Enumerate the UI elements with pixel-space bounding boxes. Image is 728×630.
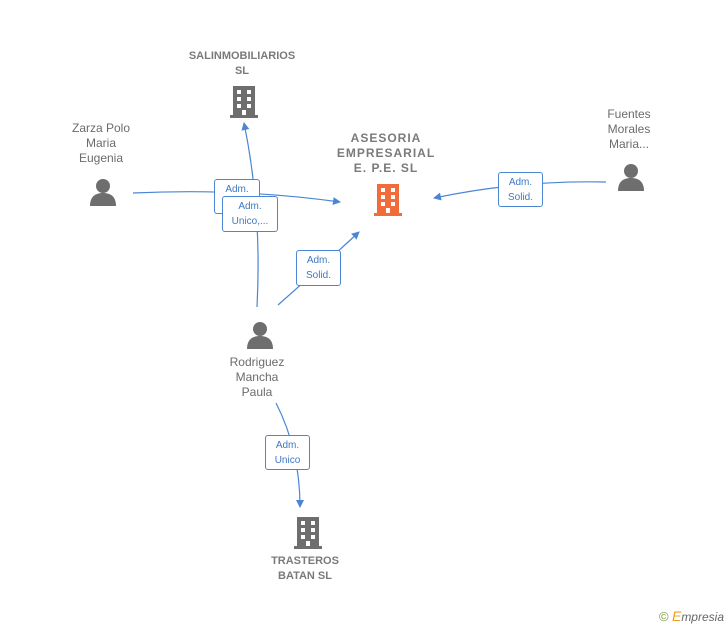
- zarza-label[interactable]: Zarza Polo Maria Eugenia: [71, 121, 131, 165]
- asesoria-label[interactable]: ASESORIA EMPRESARIAL E. P.E. SL: [336, 131, 436, 175]
- copyright-icon: ©: [659, 609, 669, 624]
- salinmobiliarios-building-icon[interactable]: [230, 86, 258, 118]
- zarza-person-icon[interactable]: [90, 179, 116, 206]
- fuentes-person-icon[interactable]: [618, 164, 644, 191]
- trasteros-label[interactable]: TRASTEROS BATAN SL: [271, 555, 339, 582]
- rodriguez-label[interactable]: Rodriguez Mancha Paula: [229, 355, 285, 399]
- brand-logo: © Empresia: [659, 608, 724, 624]
- edge-label-rodriguez-trasteros: Adm. Unico: [265, 435, 310, 470]
- rodriguez-person-icon[interactable]: [247, 322, 273, 349]
- fuentes-label[interactable]: Fuentes Morales Maria...: [607, 107, 651, 151]
- edge-label-rodriguez-salinmobiliarios: Adm. Unico,...: [222, 196, 278, 232]
- edge-label-fuentes-asesoria: Adm. Solid.: [498, 172, 543, 207]
- brand-name: mpresia: [681, 610, 724, 624]
- brand-initial: E: [671, 608, 682, 624]
- salinmobiliarios-label[interactable]: SALINMOBILIARIOS SL: [188, 50, 296, 77]
- asesoria-building-icon[interactable]: [374, 184, 402, 216]
- edge-label-rodriguez-asesoria: Adm. Solid.: [296, 250, 341, 286]
- trasteros-building-icon[interactable]: [294, 517, 322, 549]
